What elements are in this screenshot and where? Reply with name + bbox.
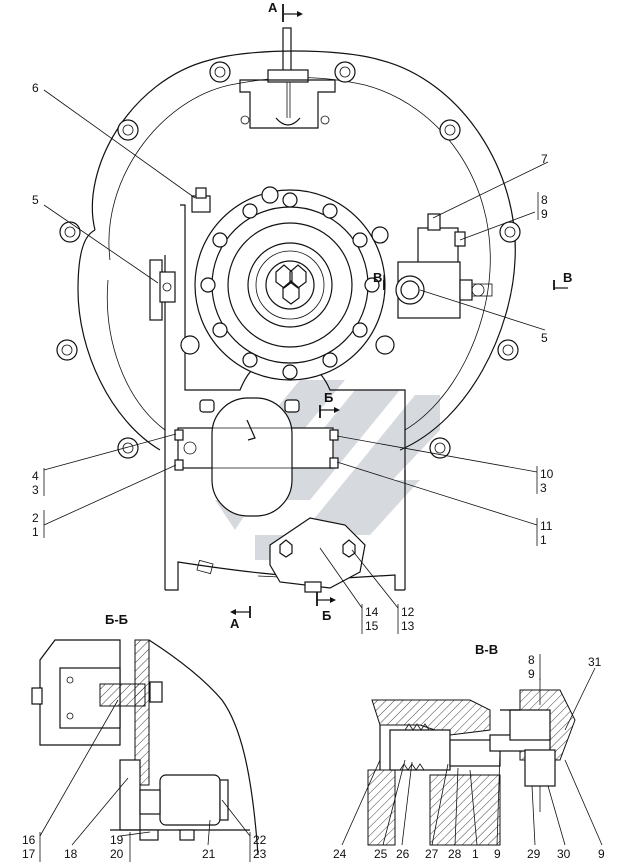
label-4: 4 xyxy=(32,469,39,483)
label-8: 8 xyxy=(541,193,548,207)
label-3-left: 3 xyxy=(32,483,39,497)
section-mark-labels: А А Б Б В В xyxy=(230,0,572,631)
label-24: 24 xyxy=(333,847,347,861)
center-nuts xyxy=(275,264,307,305)
section-marks-b xyxy=(316,405,340,606)
section-bb-view xyxy=(31,639,259,862)
section-mark-b-bottom: Б xyxy=(322,608,331,623)
label-12: 12 xyxy=(401,605,415,619)
section-vv-view xyxy=(341,654,603,846)
label-20: 20 xyxy=(110,847,124,861)
label-vv-9-a: 9 xyxy=(494,847,501,861)
lifting-bracket xyxy=(239,27,336,129)
section-mark-a-bottom: А xyxy=(230,616,240,631)
label-7: 7 xyxy=(541,152,548,166)
label-21: 21 xyxy=(202,847,216,861)
leader-lines-vv xyxy=(341,654,603,846)
label-9: 9 xyxy=(541,207,548,221)
label-11: 11 xyxy=(540,519,553,533)
label-vv-9-top: 9 xyxy=(528,667,535,681)
label-13: 13 xyxy=(401,619,415,633)
housing-flange-outer xyxy=(91,50,516,451)
bottom-cover-plate xyxy=(269,517,366,593)
label-27: 27 xyxy=(425,847,439,861)
label-5-right: 5 xyxy=(541,331,548,345)
label-3-right: 3 xyxy=(540,481,547,495)
section-mark-b-main: Б xyxy=(324,390,333,405)
top-plug xyxy=(191,187,211,213)
label-vv-9-b: 9 xyxy=(598,847,605,861)
label-17: 17 xyxy=(22,847,36,861)
housing-flange-outer-left xyxy=(77,229,161,451)
housing-flange-inner xyxy=(108,77,491,431)
label-15: 15 xyxy=(365,619,379,633)
left-fitting xyxy=(149,259,176,321)
label-vv-1: 1 xyxy=(472,847,479,861)
main-view xyxy=(43,4,568,634)
label-6: 6 xyxy=(32,81,39,95)
label-14: 14 xyxy=(365,605,379,619)
label-29: 29 xyxy=(527,847,541,861)
bearing-cover xyxy=(180,186,395,381)
leader-lines-main xyxy=(43,89,549,609)
part-labels-vv: 8 9 31 24 25 26 27 28 1 9 29 30 9 xyxy=(333,653,605,861)
label-bars-main xyxy=(43,192,539,634)
label-28: 28 xyxy=(448,847,462,861)
label-22: 22 xyxy=(253,833,267,847)
section-titles: Б-Б В-В xyxy=(105,612,498,657)
right-valve-block xyxy=(395,213,493,319)
part-labels-bb: 16 17 18 19 20 21 22 23 xyxy=(22,833,267,861)
label-23: 23 xyxy=(253,847,267,861)
leader-lines-bb xyxy=(39,699,251,862)
section-mark-v-left: В xyxy=(373,270,382,285)
housing-flange-inner-left xyxy=(106,279,166,431)
part-labels-main: 6 5 7 8 9 5 4 3 2 1 10 3 11 1 14 15 12 1… xyxy=(32,81,554,633)
pump-unit xyxy=(174,397,339,517)
label-16: 16 xyxy=(22,833,36,847)
label-30: 30 xyxy=(557,847,571,861)
label-25: 25 xyxy=(374,847,388,861)
label-2: 2 xyxy=(32,511,39,525)
label-1-right: 1 xyxy=(540,533,547,547)
label-31: 31 xyxy=(588,655,602,669)
label-19: 19 xyxy=(110,833,124,847)
section-mark-v-right: В xyxy=(563,270,572,285)
section-title-vv: В-В xyxy=(475,642,498,657)
section-mark-a-top: А xyxy=(268,0,278,15)
cover-lugs xyxy=(180,186,395,355)
label-5-left: 5 xyxy=(32,193,39,207)
label-1-left: 1 xyxy=(32,525,39,539)
flange-lugs xyxy=(56,61,521,459)
label-18: 18 xyxy=(64,847,78,861)
bolt-circle xyxy=(200,192,380,380)
section-title-bb: Б-Б xyxy=(105,612,128,627)
label-vv-8: 8 xyxy=(528,653,535,667)
section-marks-a xyxy=(230,4,303,618)
label-26: 26 xyxy=(396,847,410,861)
section-marks-v xyxy=(383,275,568,290)
label-10: 10 xyxy=(540,467,554,481)
